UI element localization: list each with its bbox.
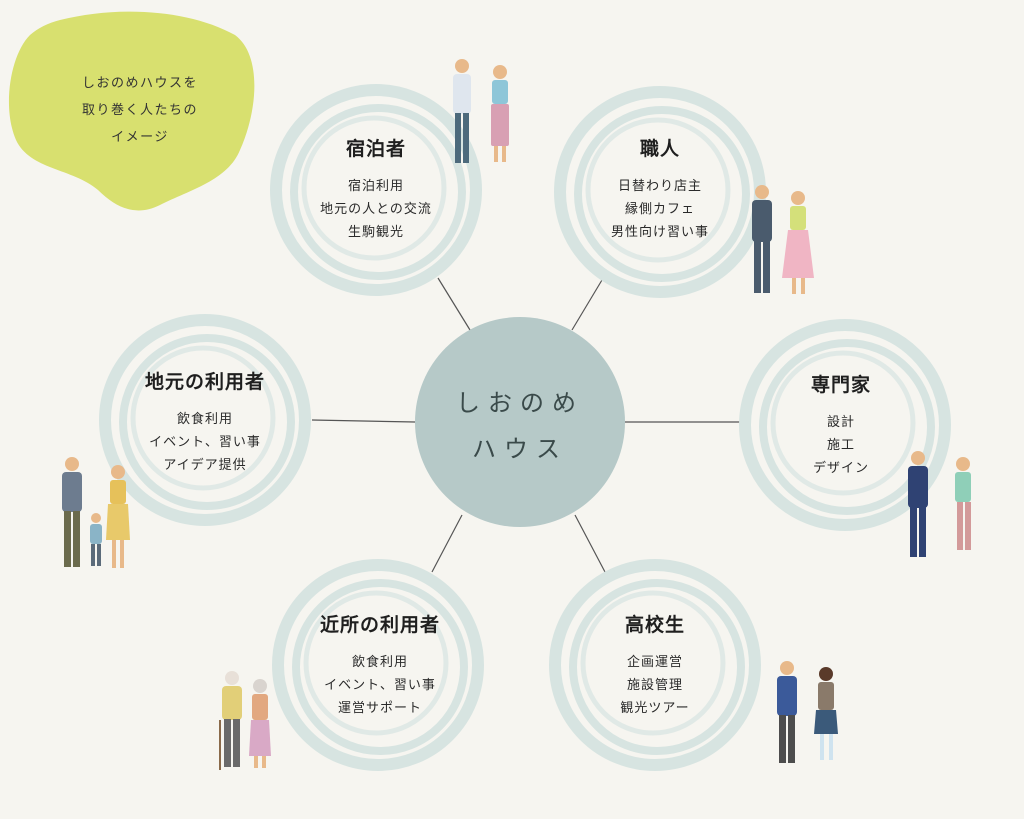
center-line-2: ハウス [472, 435, 568, 463]
node-item: アイデア提供 [163, 458, 247, 473]
node-item: デザイン [812, 461, 869, 476]
node-title: 職人 [639, 138, 680, 160]
node-item: 飲食利用 [351, 655, 408, 670]
node-shukuhaku: 宿泊者 宿泊利用 地元の人との交流 生駒観光 [276, 134, 476, 244]
label-blob [8, 11, 255, 211]
node-item: 飲食利用 [176, 412, 233, 427]
node-item: 施工 [826, 438, 855, 453]
node-item: 運営サポート [337, 701, 422, 716]
node-title: 専門家 [810, 374, 871, 396]
node-item: 観光ツアー [620, 701, 690, 716]
caption-line-2: 取り巻く人たちの [81, 103, 198, 118]
node-jimoto: 地元の利用者 飲食利用 イベント、習い事 アイデア提供 [105, 367, 305, 477]
diagram-caption: しおのめハウスを 取り巻く人たちの イメージ [40, 70, 240, 151]
people-shokunin-illustration [752, 185, 814, 294]
node-koukousei: 高校生 企画運営 施設管理 観光ツアー [555, 610, 755, 720]
link-shokunin [571, 279, 603, 331]
caption-line-1: しおのめハウスを [81, 76, 198, 91]
node-item: 縁側カフェ [624, 202, 695, 217]
node-title: 近所の利用者 [319, 614, 440, 636]
node-title: 宿泊者 [345, 138, 406, 160]
swirl-senmonka [739, 319, 951, 531]
swirl-shukuhaku [270, 84, 482, 296]
node-senmonka: 専門家 設計 施工 デザイン [741, 370, 941, 480]
people-koukousei-illustration [777, 661, 838, 763]
connector-lines [311, 277, 742, 573]
people-shukuhaku-illustration [453, 59, 509, 163]
swirl-koukousei [549, 559, 761, 771]
node-item: 男性向け習い事 [610, 225, 709, 240]
swirl-kinjo [272, 559, 484, 771]
node-item: 企画運営 [626, 655, 683, 670]
people-senmonka-illustration [908, 451, 971, 557]
people-jimoto-illustration [62, 457, 130, 568]
node-kinjo: 近所の利用者 飲食利用 イベント、習い事 運営サポート [280, 610, 480, 720]
node-title: 地元の利用者 [144, 371, 265, 393]
link-jimoto [311, 419, 416, 423]
center-circle [415, 317, 625, 527]
node-item: 設計 [826, 415, 855, 430]
node-item: イベント、習い事 [149, 435, 261, 450]
link-koukousei [574, 514, 606, 573]
node-item: 生駒観光 [347, 225, 404, 240]
node-title: 高校生 [624, 614, 685, 636]
link-kinjo [431, 514, 463, 573]
node-item: 日替わり店主 [617, 179, 702, 194]
center-label: しおのめ ハウス [420, 380, 620, 472]
caption-line-3: イメージ [111, 130, 169, 145]
link-shukuhaku [437, 277, 471, 331]
center-line-1: しおのめ [456, 389, 584, 417]
node-item: 施設管理 [626, 678, 683, 693]
people-kinjo-illustration [219, 671, 271, 770]
swirl-jimoto [99, 314, 311, 526]
node-shokunin: 職人 日替わり店主 縁側カフェ 男性向け習い事 [560, 134, 760, 244]
node-item: 地元の人との交流 [320, 202, 432, 217]
node-item: 宿泊利用 [347, 179, 404, 194]
node-item: イベント、習い事 [324, 678, 436, 693]
